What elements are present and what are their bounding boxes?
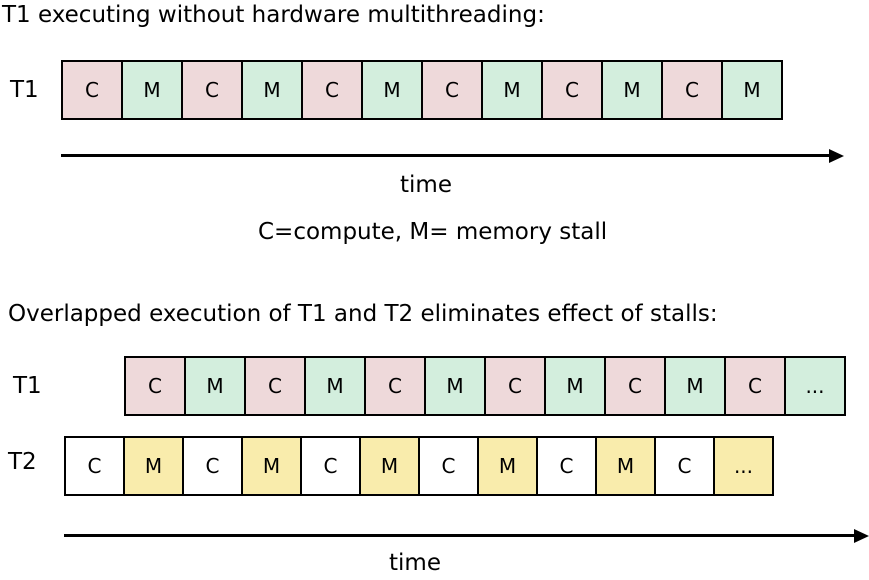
bottom-t2-memory-stall-cell: M [595,436,656,496]
bottom-t1-compute-cell: C [244,356,306,416]
bottom-t1-memory-stall-cell: ... [784,356,846,416]
bottom-t2-memory-stall-cell: M [241,436,302,496]
bottom-t1-compute-cell: C [604,356,666,416]
bottom-t2-compute-cell: C [418,436,479,496]
top-t1-compute-cell: C [181,60,243,120]
bottom-t2-compute-cell: C [654,436,715,496]
top-time-arrow-head [829,148,844,163]
bottom-t2-memory-stall-cell: M [123,436,184,496]
bottom-t1-compute-cell: C [124,356,186,416]
top-heading: T1 executing without hardware multithrea… [2,2,545,28]
top-t1-compute-cell: C [541,60,603,120]
bottom-t2-memory-stall-cell: M [477,436,538,496]
bottom-t2-compute-cell: C [300,436,361,496]
bottom-heading: Overlapped execution of T1 and T2 elimin… [8,301,718,327]
top-t1-memory-stall-cell: M [361,60,423,120]
top-time-arrow-line [61,154,831,157]
bottom-t2-memory-stall-cell: ... [713,436,774,496]
bottom-t1-compute-cell: C [724,356,786,416]
bottom-t1-compute-cell: C [484,356,546,416]
bottom-time-arrow-head [854,528,869,543]
bottom-t1-memory-stall-cell: M [544,356,606,416]
top-t1-label: T1 [10,77,39,103]
top-t1-memory-stall-cell: M [481,60,543,120]
bottom-t1-label: T1 [13,373,42,399]
bottom-t1-memory-stall-cell: M [184,356,246,416]
bottom-t2-label: T2 [8,449,37,475]
top-t1-compute-cell: C [661,60,723,120]
bottom-time-arrow-line [64,534,856,537]
bottom-t1-memory-stall-cell: M [664,356,726,416]
top-time-label: time [400,172,452,198]
top-t1-compute-cell: C [301,60,363,120]
top-t1-compute-cell: C [421,60,483,120]
bottom-t2-memory-stall-cell: M [359,436,420,496]
bottom-t1-compute-cell: C [364,356,426,416]
bottom-t2-compute-cell: C [536,436,597,496]
top-t1-memory-stall-cell: M [121,60,183,120]
bottom-t2-compute-cell: C [182,436,243,496]
top-t1-memory-stall-cell: M [241,60,303,120]
legend-text: C=compute, M= memory stall [258,219,608,245]
bottom-t1-memory-stall-cell: M [424,356,486,416]
bottom-t2-compute-cell: C [64,436,125,496]
top-t1-memory-stall-cell: M [721,60,783,120]
bottom-t1-memory-stall-cell: M [304,356,366,416]
bottom-time-label: time [389,550,441,576]
top-t1-compute-cell: C [61,60,123,120]
top-t1-memory-stall-cell: M [601,60,663,120]
